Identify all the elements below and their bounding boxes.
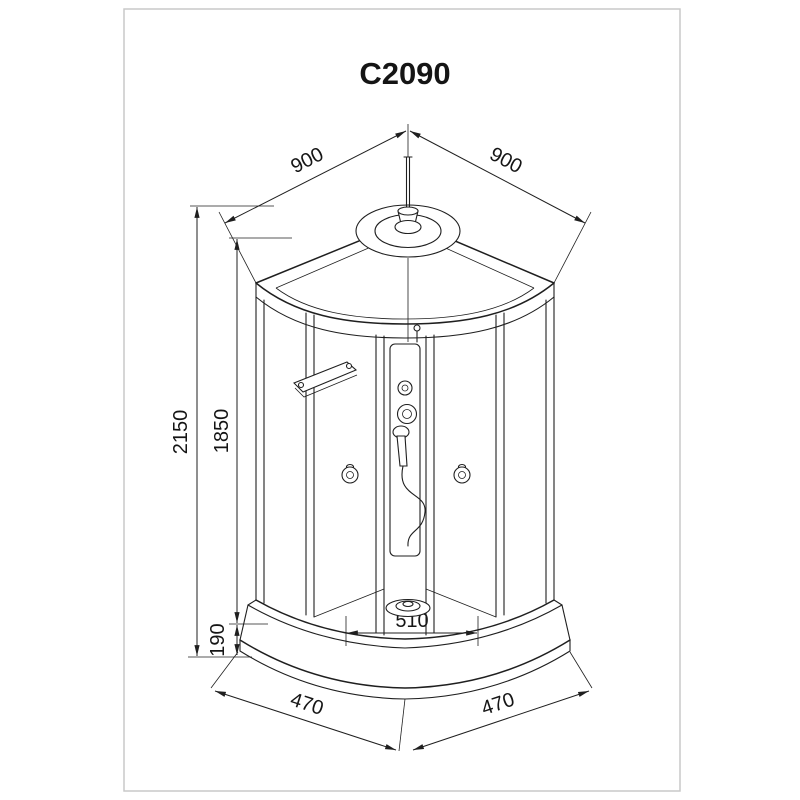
tray-rim-cap xyxy=(553,599,563,606)
canopy-lower-edge xyxy=(255,296,555,339)
overhead-shower xyxy=(355,156,461,258)
dim-label-top-right: 900 xyxy=(486,143,526,178)
canopy-inner-front xyxy=(275,287,535,320)
drain-knob xyxy=(402,600,414,608)
hand-shower-handle xyxy=(396,435,408,467)
shelf-thickness xyxy=(294,374,358,398)
tray-top-rim xyxy=(255,599,555,640)
tray-base-edge xyxy=(239,650,571,700)
dim-label-tray-height: 190 xyxy=(207,623,229,656)
page-border xyxy=(123,8,681,792)
panel-hook xyxy=(413,324,421,332)
shower-hose xyxy=(401,465,426,547)
panel-face xyxy=(389,343,421,557)
shower-cabin xyxy=(239,156,571,700)
shelf-mount xyxy=(297,381,305,389)
tray-side-edge xyxy=(239,604,249,641)
extension-line xyxy=(210,651,239,689)
shower-head-joint xyxy=(397,206,419,216)
shelf xyxy=(293,361,358,398)
base-tray xyxy=(239,598,571,700)
control-panel xyxy=(389,324,426,557)
tray-side-edge xyxy=(561,604,571,641)
jet-right-nozzle xyxy=(458,471,466,479)
model-title: C2090 xyxy=(359,56,450,91)
extension-line xyxy=(569,651,593,689)
hydromassage-jets xyxy=(341,463,471,484)
control-knob-lower xyxy=(396,403,418,425)
canopy-front-edge xyxy=(255,282,555,325)
shower-head-face xyxy=(394,219,422,235)
shelf-mount xyxy=(345,362,353,370)
floor-back-edge xyxy=(425,588,497,618)
dim-heights: 2150 1850 190 xyxy=(170,205,292,658)
control-knob-upper xyxy=(397,380,413,396)
frame-posts xyxy=(255,296,555,636)
floor-back-edge xyxy=(313,588,385,618)
dim-top-widths: 900 900 xyxy=(218,124,592,284)
dim-label-bottom-left: 470 xyxy=(288,689,327,720)
dimension-line-900-right xyxy=(409,130,586,224)
dim-label-bottom-right: 470 xyxy=(479,689,518,720)
shelf-top xyxy=(293,361,358,393)
tray-rim-cap xyxy=(247,599,257,606)
tray-apron-bottom xyxy=(239,639,571,689)
extension-line xyxy=(553,211,592,284)
tray-rim-outer xyxy=(247,604,563,649)
dim-label-total-height: 2150 xyxy=(170,410,192,455)
dimension-line-470-left xyxy=(214,690,397,751)
dim-label-inner-height: 1850 xyxy=(211,409,233,454)
dimension-line-900-left xyxy=(224,130,407,224)
extension-line xyxy=(398,698,406,752)
control-knob-lower-center xyxy=(402,409,412,419)
dim-label-top-left: 900 xyxy=(287,143,327,178)
jet-right xyxy=(453,466,471,484)
control-knob-upper-center xyxy=(401,384,409,392)
jet-left xyxy=(341,466,359,484)
dimension-line-470-right xyxy=(412,690,590,751)
jet-left-nozzle xyxy=(346,471,354,479)
